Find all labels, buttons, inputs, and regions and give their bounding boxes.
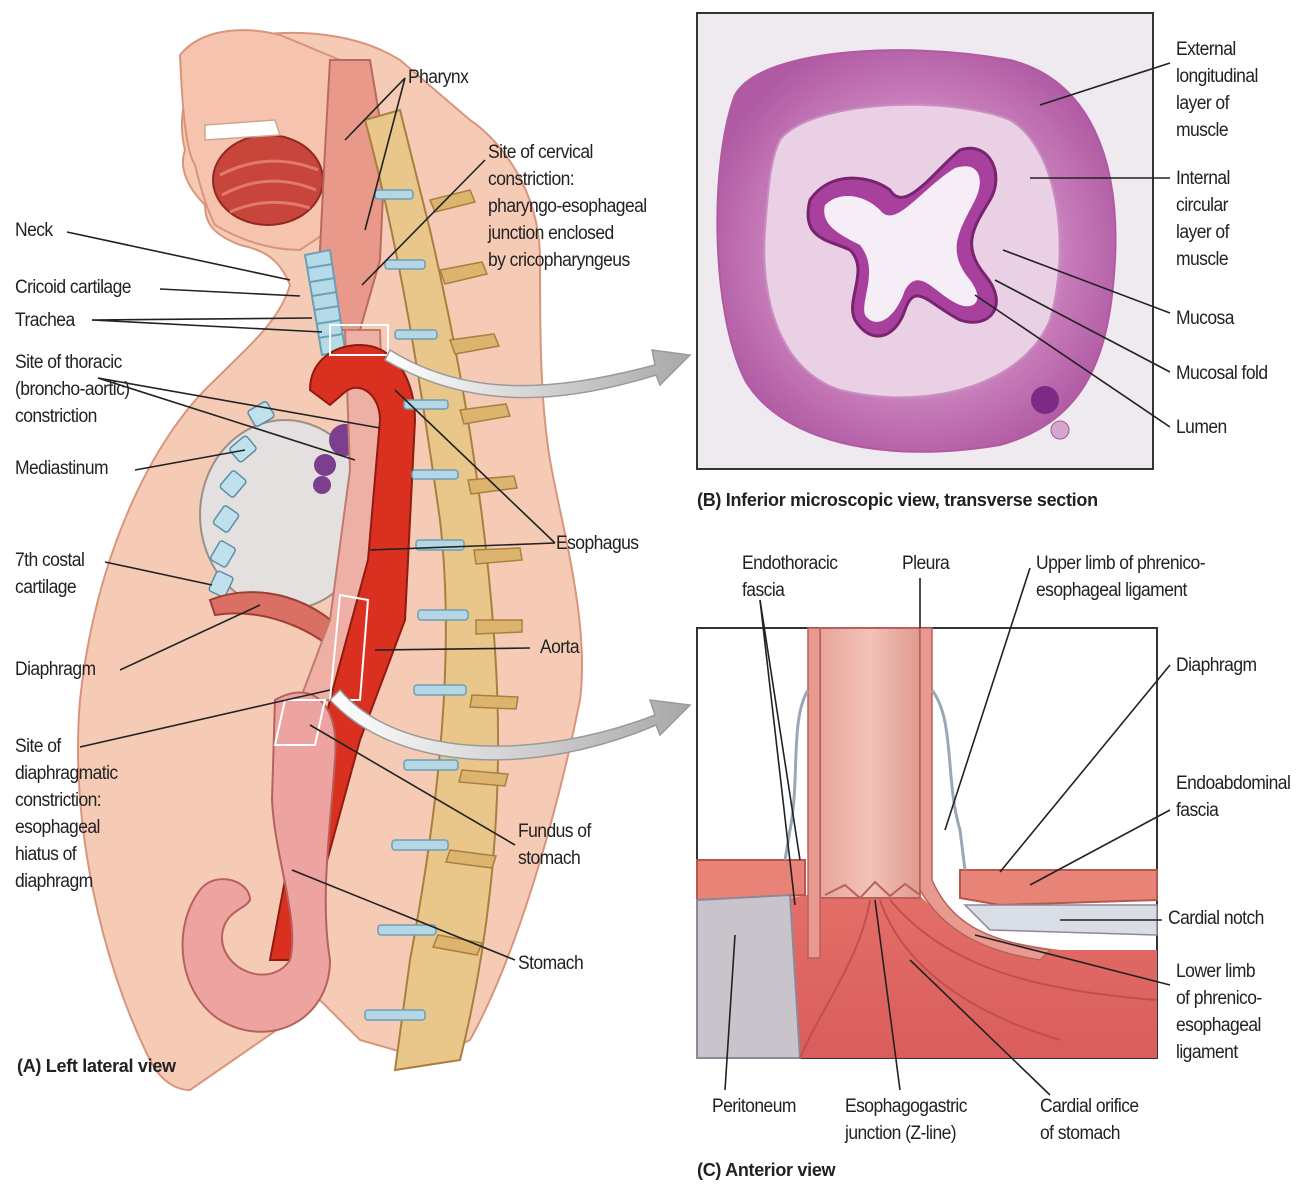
label-cardial-notch: Cardial notch <box>1168 905 1264 932</box>
label-aorta: Aorta <box>540 634 579 661</box>
label-pharynx: Pharynx <box>408 64 468 91</box>
label-pleura: Pleura <box>902 550 949 577</box>
caption-panel-b: (B) Inferior microscopic view, transvers… <box>697 490 1098 511</box>
panel-c-illustration <box>697 628 1157 1058</box>
label-lower-limb-ligament: Lower limb of phrenico- esophageal ligam… <box>1176 958 1262 1066</box>
label-endothoracic-fascia: Endothoracic fascia <box>742 550 837 604</box>
label-mucosa: Mucosa <box>1176 305 1234 332</box>
label-cervical-constriction: Site of cervical constriction: pharyngo-… <box>488 139 647 274</box>
label-lumen: Lumen <box>1176 414 1227 441</box>
label-esophagus: Esophagus <box>556 530 639 557</box>
label-diaphragm-a: Diaphragm <box>15 656 96 683</box>
label-thoracic-constriction: Site of thoracic (broncho-aortic) constr… <box>15 349 130 430</box>
panel-b-micrograph <box>697 13 1153 469</box>
caption-panel-c: (C) Anterior view <box>697 1160 835 1181</box>
label-trachea: Trachea <box>15 307 75 334</box>
label-fundus-of-stomach: Fundus of stomach <box>518 818 591 872</box>
label-neck: Neck <box>15 217 53 244</box>
label-internal-circular-muscle: Internal circular layer of muscle <box>1176 165 1230 273</box>
label-diaphragmatic-constriction: Site of diaphragmatic constriction: esop… <box>15 733 118 895</box>
label-esophagogastric-junction: Esophagogastric junction (Z-line) <box>845 1093 967 1147</box>
label-7th-costal-cartilage: 7th costal cartilage <box>15 547 84 601</box>
label-peritoneum: Peritoneum <box>712 1093 796 1120</box>
label-upper-limb-ligament: Upper limb of phrenico- esophageal ligam… <box>1036 550 1205 604</box>
label-external-longitudinal-muscle: External longitudinal layer of muscle <box>1176 36 1258 144</box>
label-stomach: Stomach <box>518 950 583 977</box>
label-mediastinum: Mediastinum <box>15 455 108 482</box>
caption-panel-a: (A) Left lateral view <box>17 1056 176 1077</box>
label-mucosal-fold: Mucosal fold <box>1176 360 1268 387</box>
label-diaphragm-c: Diaphragm <box>1176 652 1257 679</box>
label-endoabdominal-fascia: Endoabdominal fascia <box>1176 770 1290 824</box>
label-cricoid-cartilage: Cricoid cartilage <box>15 274 131 301</box>
label-cardial-orifice: Cardial orifice of stomach <box>1040 1093 1139 1147</box>
